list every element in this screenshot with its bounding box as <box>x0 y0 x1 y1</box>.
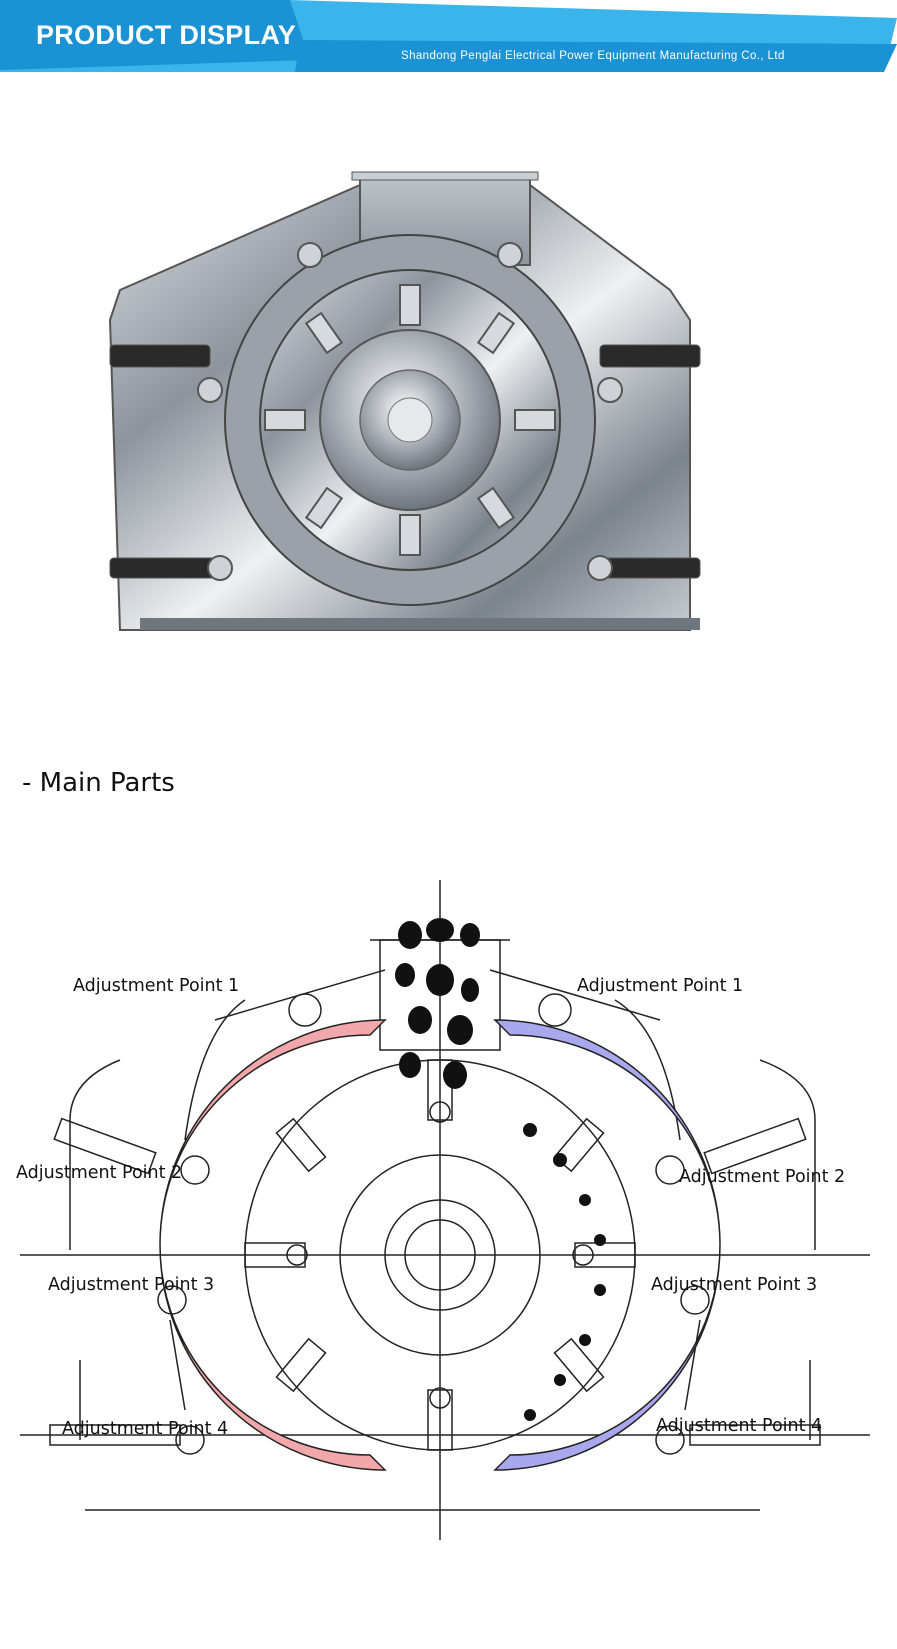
label-right-adjustment-point-4: Adjustment Point 4 <box>656 1416 823 1436</box>
section-heading: - Main Parts <box>22 768 175 798</box>
crusher-line-drawing <box>20 850 870 1540</box>
label-left-adjustment-point-2: Adjustment Point 2 <box>16 1163 183 1183</box>
label-left-adjustment-point-4: Adjustment Point 4 <box>62 1419 229 1439</box>
label-left-adjustment-point-1: Adjustment Point 1 <box>73 976 240 996</box>
header-banner: PRODUCT DISPLAY Shandong Penglai Electri… <box>0 0 897 75</box>
banner-background <box>0 0 897 72</box>
main-parts-diagram: Adjustment Point 1 Adjustment Point 1 Ad… <box>0 850 897 1580</box>
company-name: Shandong Penglai Electrical Power Equipm… <box>401 50 785 62</box>
label-right-adjustment-point-3: Adjustment Point 3 <box>651 1275 818 1295</box>
label-left-adjustment-point-3: Adjustment Point 3 <box>48 1275 215 1295</box>
product-photo <box>90 150 800 680</box>
label-right-adjustment-point-2: Adjustment Point 2 <box>679 1167 846 1187</box>
banner-title: PRODUCT DISPLAY <box>36 20 297 50</box>
label-right-adjustment-point-1: Adjustment Point 1 <box>577 976 744 996</box>
